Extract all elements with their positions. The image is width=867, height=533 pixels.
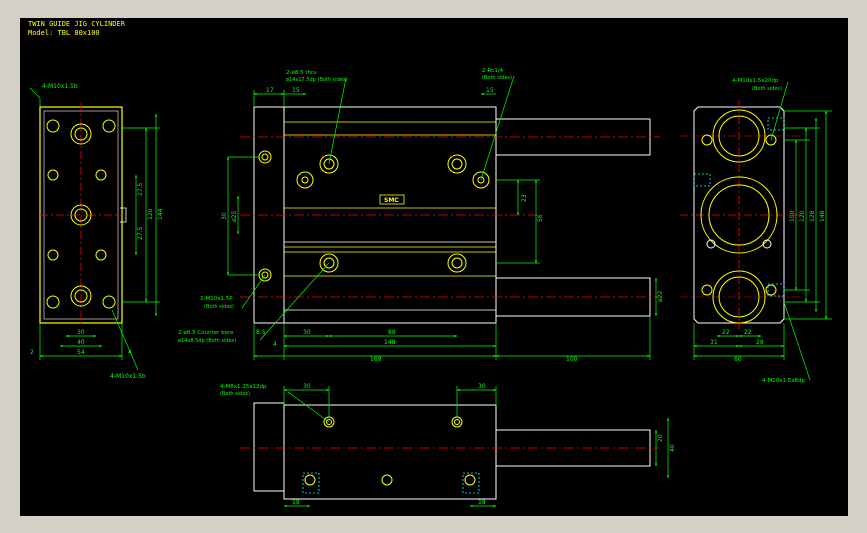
front-holes [258,150,490,282]
front-dim-4: ø25 [231,211,238,222]
front-dim-12: 148 [384,339,396,346]
left-holes [46,119,116,309]
bottom-dim-1: 30 [478,383,486,390]
left-dim-0: 27.5 [137,182,144,196]
bottom-end-plate [253,402,285,492]
front-badge: SMC [384,197,399,204]
front-dim-0: 17 [266,87,274,94]
left-dim-5: 40 [77,339,85,346]
right-dim-7: 28 [756,339,764,346]
bottom-holes [304,416,476,486]
left-end-view: 4-M10x1.5b 4-M10x1.5b 27.5 27.5 120 144 … [29,83,164,380]
left-dim-6: 54 [77,349,85,356]
front-dim-9: 4 [273,341,277,348]
left-dim-1: 27.5 [137,226,144,240]
front-callout-b1: 2-Rc1/4 [482,68,504,74]
front-callout-d1: 2-ø8.5 Counter bore [178,330,234,336]
left-dim-8: 4 [128,349,132,356]
bottom-dim-3: 40 [669,444,676,452]
right-rod-circles [700,109,778,324]
bottom-dim-0: 30 [303,383,311,390]
front-dim-10: 30 [303,329,311,336]
front-callout-c2: (Both sides) [204,304,234,310]
bottom-callout-2: (Both sides) [220,391,250,397]
right-dim-5: 22 [744,329,752,336]
front-dim-14: 100 [566,356,578,363]
front-view: SMC [178,68,664,363]
front-dim-8: 8.5 [256,329,266,336]
front-dim-11: 88 [388,329,396,336]
bottom-callout-1: 4-M8x1.25x12dp [220,384,267,390]
bottom-dim-4: 18 [292,499,300,506]
bottom-view: 4-M8x1.25x12dp (Both sides) 30 30 20 40 … [220,383,676,508]
right-end-view: 4-M10x1.5x20dp (Both sides) 4-M10x1.5x8d… [680,78,832,384]
right-dim-6: 31 [710,339,718,346]
right-dim-1: 120 [799,210,806,222]
front-dim-6: 56 [537,214,544,222]
right-callout-top-1: 4-M10x1.5x20dp [732,78,779,84]
front-callout-a2: ø14x17.5dp (Both sides) [286,77,347,83]
right-dim-0: 100 [789,210,796,222]
right-dim-4: 22 [722,329,730,336]
left-callout-top: 4-M10x1.5b [42,83,78,90]
front-callout-b2: (Both sides) [482,75,512,81]
left-dim-3: 144 [157,208,164,220]
left-dim-7: 2 [30,349,34,356]
right-dim-2: 128 [809,210,816,222]
left-callout-bottom: 4-M10x1.5b [110,373,146,380]
left-dim-4: 30 [77,329,85,336]
drawing-header: TWIN GUIDE JIG CYLINDER Model: TBL 80x10… [28,20,125,38]
drawing-model: Model: TBL 80x100 [28,29,100,37]
front-dim-2: 15 [486,87,494,94]
bottom-dim-5: 18 [478,499,486,506]
cad-viewport[interactable]: TWIN GUIDE JIG CYLINDER Model: TBL 80x10… [20,18,848,516]
front-callout-c1: 2-M10x1.5P [200,296,233,302]
bottom-dim-2: 20 [657,434,664,442]
front-dim-3: 30 [221,212,228,220]
left-dim-2: 120 [147,208,154,220]
right-callout-bottom: 4-M10x1.5x8dp [762,378,805,384]
bottom-body [283,404,497,500]
front-callout-d2: ø14x8.5dp (Both sides) [178,338,236,344]
right-dim-3: 148 [819,210,826,222]
front-dim-13: 169 [370,356,382,363]
front-badge-frame [379,194,405,205]
drawing-canvas: 4-M10x1.5b 4-M10x1.5b 27.5 27.5 120 144 … [29,68,832,508]
right-dim-8: 60 [734,356,742,363]
front-dim-7: ø22 [657,291,664,302]
right-callout-top-2: (Both sides) [752,86,782,92]
front-callout-a1: 2-ø8.5 thru [286,70,317,76]
drawing-title: TWIN GUIDE JIG CYLINDER [28,20,125,28]
front-dim-5: 23 [521,194,528,202]
front-dim-1: 15 [292,87,300,94]
